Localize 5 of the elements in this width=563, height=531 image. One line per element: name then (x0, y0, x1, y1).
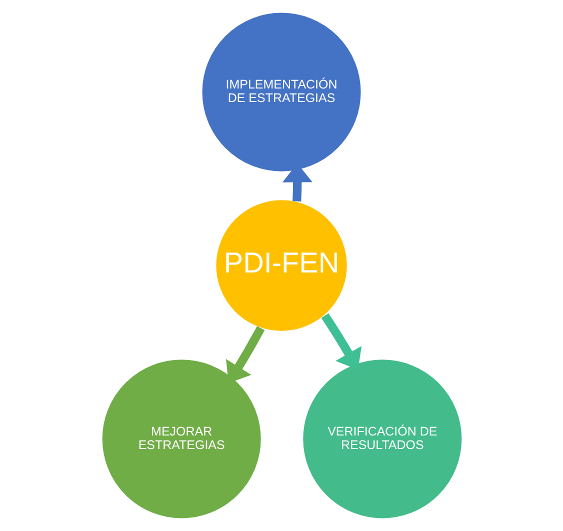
arrow (320, 313, 362, 370)
node-circle: PDI-FEN (214, 199, 348, 332)
node-circle: IMPLEMENTACIÓN DE ESTRATEGIAS (200, 12, 362, 172)
node-circle: VERIFICACIÓN DE RESULTADOS (302, 358, 462, 520)
arrow (225, 326, 264, 384)
